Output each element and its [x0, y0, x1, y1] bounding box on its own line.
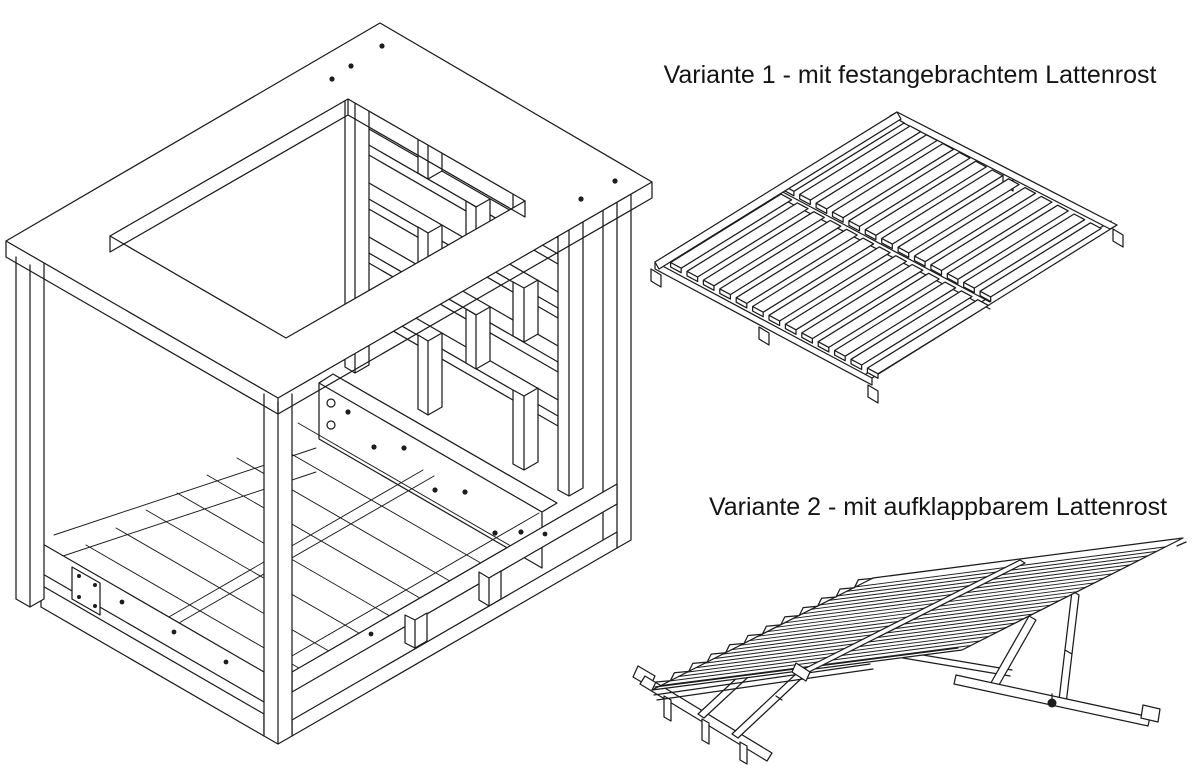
locking-knob: [1047, 698, 1057, 708]
slat-end-serration: [651, 577, 874, 691]
variant1-drawing: [650, 111, 1124, 404]
hinge-bar: [653, 663, 874, 701]
variant2-drawing: [632, 537, 1187, 765]
front-left-post: [15, 256, 45, 608]
headboard-hole: [326, 420, 336, 430]
strut-hinge: [775, 695, 783, 701]
head-end-rail: [654, 111, 902, 270]
base-divider: [478, 570, 502, 607]
shelf-divider: [465, 306, 491, 370]
base-divider: [404, 612, 428, 649]
shelf-side-panel-right: [557, 209, 584, 497]
bed-frame-drawing: [5, 22, 653, 745]
mounting-plate: [71, 566, 101, 616]
shelf-divider: [512, 279, 539, 343]
frame-feet: [650, 172, 1124, 404]
right-rail-cap: [1140, 704, 1161, 723]
canopy-inner-thickness: [109, 98, 526, 253]
inner-rail: [277, 512, 540, 665]
foot-rail-lower: [291, 531, 618, 737]
canopy-ring: [5, 22, 653, 399]
variant1-label: Variante 1 - mit festangebrachtem Latten…: [663, 61, 1157, 89]
rail-foot: [739, 741, 748, 765]
bed-box: [40, 373, 618, 737]
headboard: [318, 373, 558, 569]
canopy-frame: [5, 22, 653, 415]
front-post: [263, 393, 293, 745]
rail-foot: [701, 718, 710, 745]
slat-field-back: [782, 116, 1102, 303]
rail-foot: [663, 695, 672, 722]
front-side-rail: [654, 261, 873, 386]
shelf-divider: [417, 332, 443, 416]
center-rail-cap: [791, 662, 811, 682]
strut-joint: [1064, 649, 1073, 655]
variant2-label: Variante 2 - mit aufklappbarem Lattenros…: [708, 493, 1168, 521]
center-support-rail: [154, 469, 435, 632]
gas-strut: [1058, 590, 1080, 705]
canopy-thickness: [5, 181, 653, 415]
shelf-divider: [512, 387, 539, 471]
panel-tip-cap: [1176, 541, 1187, 547]
headboard-hole: [326, 398, 336, 408]
